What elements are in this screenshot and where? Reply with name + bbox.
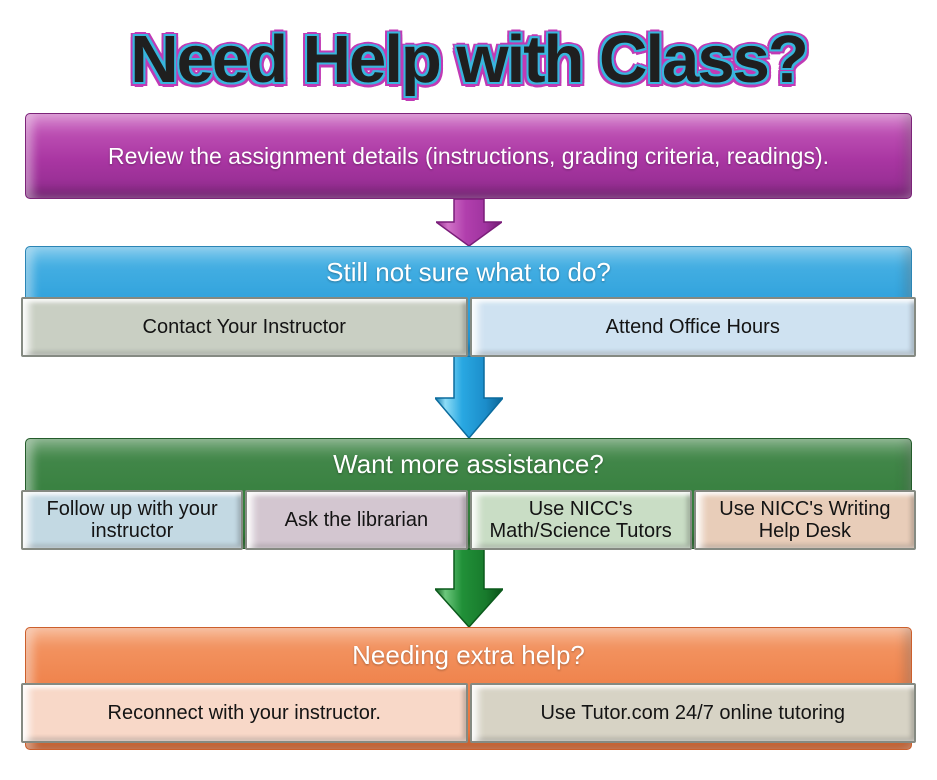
option-label: Use Tutor.com 24/7 online tutoring: [540, 701, 846, 724]
more-assistance-options: Follow up with your instructor Ask the l…: [21, 490, 916, 550]
band-needing-extra-help-header: Needing extra help?: [352, 640, 585, 670]
option-label: Ask the librarian: [284, 508, 429, 531]
band-needing-extra-help: Needing extra help? Reconnect with your …: [21, 627, 916, 750]
band-review-header: Review the assignment details (instructi…: [108, 142, 829, 169]
option-reconnect-instructor: Reconnect with your instructor.: [21, 683, 468, 743]
option-follow-up-instructor: Follow up with your instructor: [21, 490, 244, 550]
option-label: Use NICC's Math/Science Tutors: [489, 497, 672, 542]
option-label: Contact Your Instructor: [142, 315, 346, 338]
option-contact-instructor: Contact Your Instructor: [21, 297, 468, 357]
band-review-assignment: Review the assignment details (instructi…: [25, 113, 912, 199]
band-still-not-sure-header: Still not sure what to do?: [326, 256, 611, 287]
band-want-more-assistance: Want more assistance? Follow up with you…: [21, 438, 916, 550]
option-writing-help-desk: Use NICC's Writing Help Desk: [693, 490, 916, 550]
blue-down-arrow-icon: [0, 356, 937, 438]
option-label: Use NICC's Writing Help Desk: [719, 497, 891, 542]
band-want-more-assistance-header: Want more assistance?: [333, 449, 604, 479]
option-label: Reconnect with your instructor.: [107, 701, 381, 724]
option-tutor-com: Use Tutor.com 24/7 online tutoring: [469, 683, 916, 743]
option-attend-office-hours: Attend Office Hours: [469, 297, 916, 357]
option-ask-librarian: Ask the librarian: [245, 490, 468, 550]
option-math-science-tutors: Use NICC's Math/Science Tutors: [469, 490, 692, 550]
purple-down-arrow-icon: [0, 199, 937, 246]
band-still-not-sure: Still not sure what to do? Contact Your …: [21, 246, 916, 357]
still-not-sure-options: Contact Your Instructor Attend Office Ho…: [21, 297, 916, 357]
page-title: Need Help with Class?: [130, 22, 809, 97]
extra-help-options: Reconnect with your instructor. Use Tuto…: [21, 683, 916, 743]
option-label: Attend Office Hours: [605, 315, 780, 338]
option-label: Follow up with your instructor: [46, 497, 218, 542]
green-down-arrow-icon: [0, 549, 937, 627]
